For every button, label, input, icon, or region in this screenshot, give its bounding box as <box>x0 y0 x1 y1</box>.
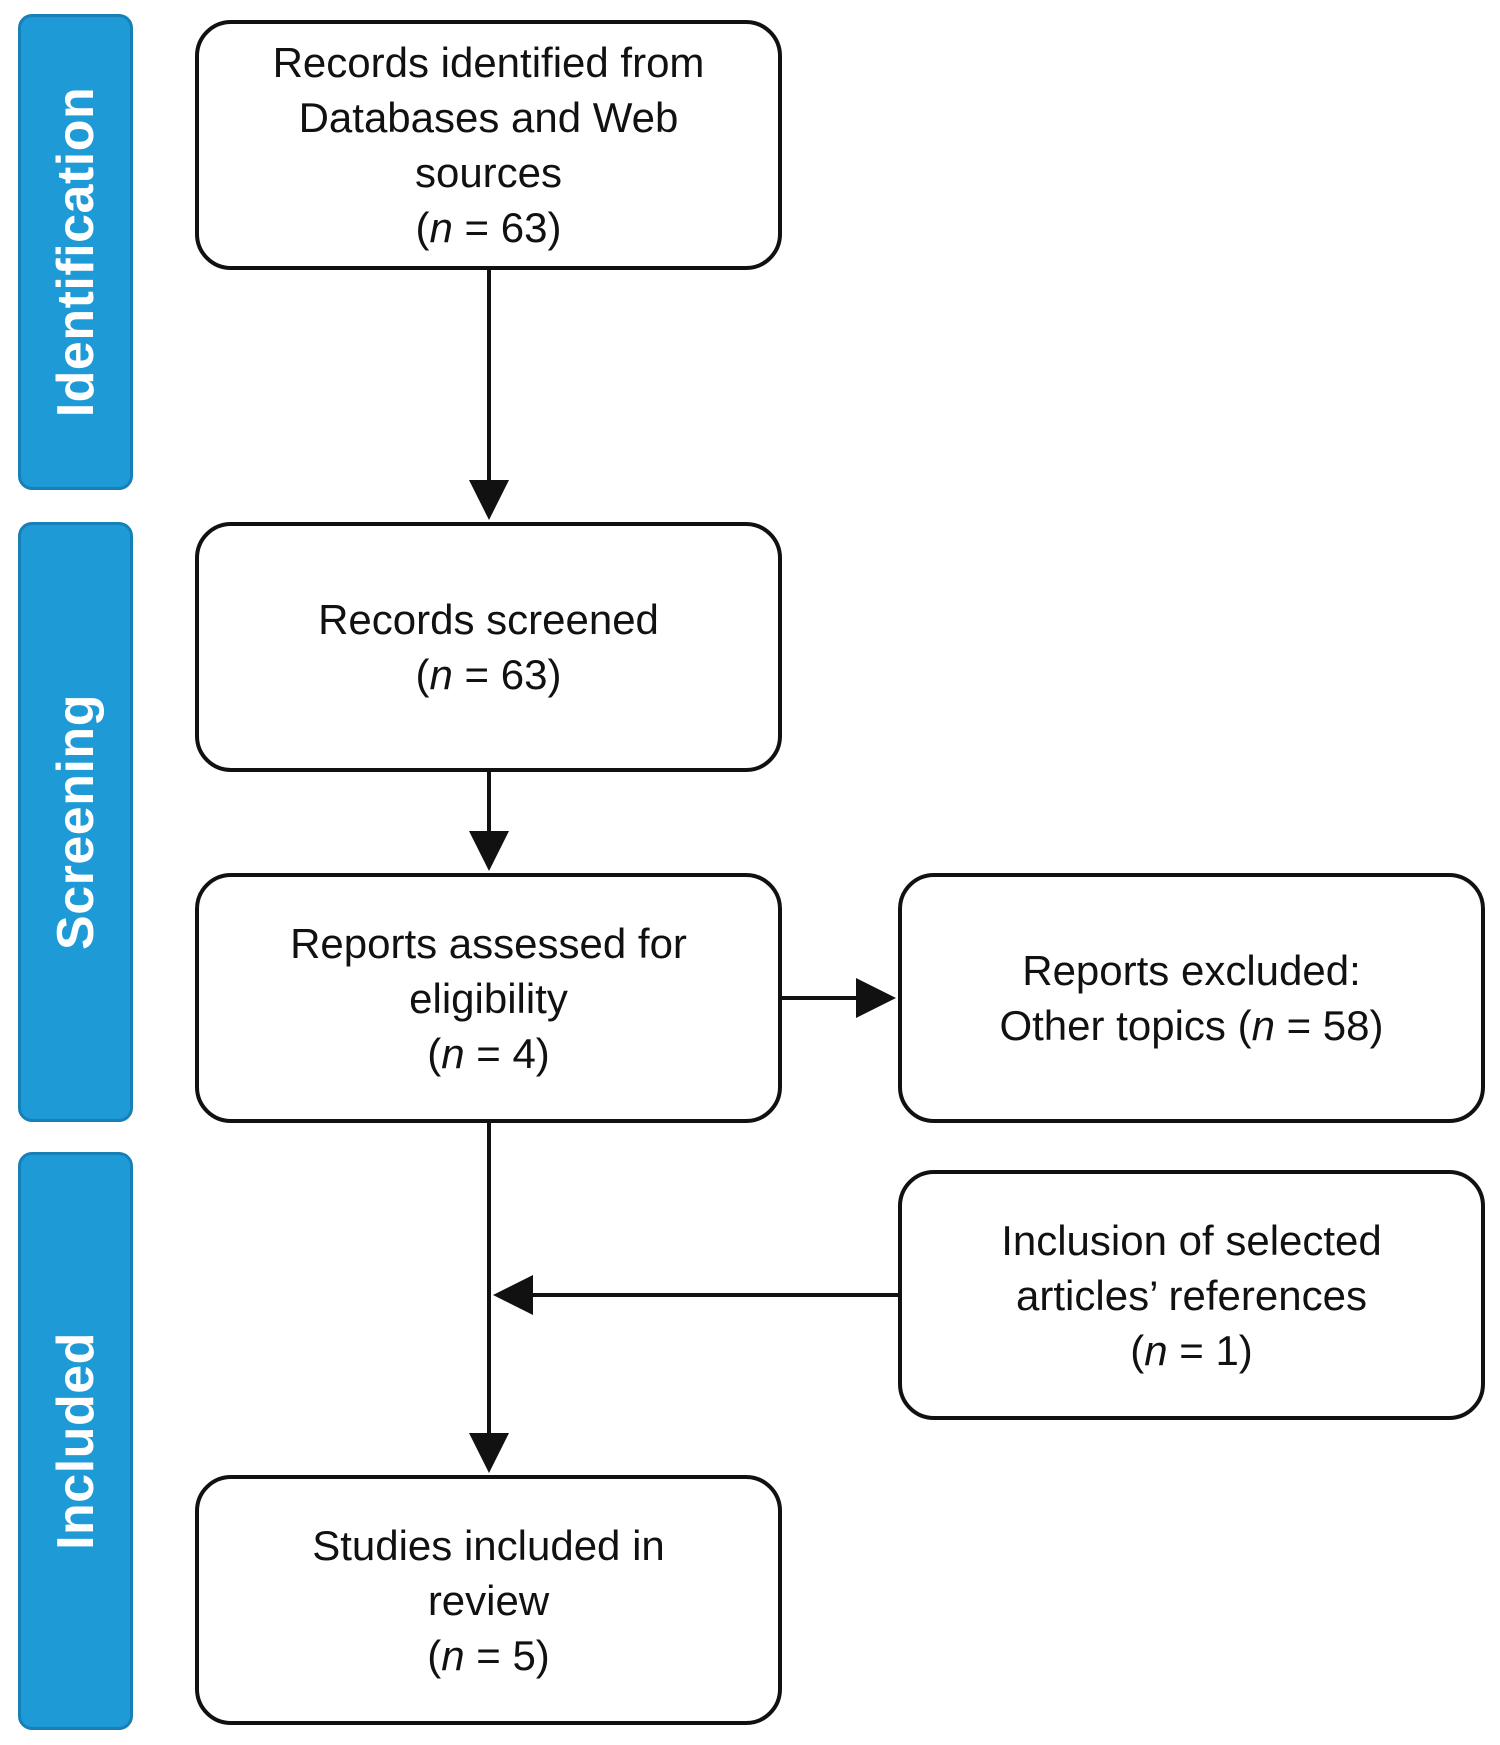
count-value: 63 <box>500 651 548 698</box>
count-symbol: n <box>429 651 453 698</box>
box-text-line: Studies included in <box>312 1521 665 1569</box>
box-reports-excluded: Reports excluded: Other topics (n = 58) <box>898 873 1485 1123</box>
count-value: 58 <box>1322 1002 1370 1049</box>
count-symbol: n <box>1144 1326 1168 1374</box>
box-count: (n = 1) <box>1130 1326 1253 1374</box>
count-symbol: n <box>441 1631 465 1679</box>
phase-label-identification: Identification <box>46 86 105 418</box>
count-symbol: n <box>441 1029 465 1077</box>
box-text-line: Inclusion of selected <box>1001 1216 1382 1264</box>
count-symbol: n <box>429 204 453 251</box>
count-symbol: n <box>1251 1002 1275 1049</box>
box-records-screened: Records screened (n = 63) <box>195 522 782 772</box>
count-value: 5 <box>512 1631 536 1679</box>
box-count: (n = 4) <box>427 1029 550 1077</box>
box-text-line: Reports assessed for <box>290 919 687 967</box>
phase-label-screening: Screening <box>46 694 105 950</box>
box-records-identified: Records identified from Databases and We… <box>195 20 782 270</box>
box-reports-assessed: Reports assessed for eligibility (n = 4) <box>195 873 782 1123</box>
box-count: Other topics (n = 58) <box>999 1002 1384 1049</box>
box-text-line: Databases and Web <box>298 94 679 141</box>
box-text-line: articles’ references <box>1016 1271 1367 1319</box>
box-text-line: Records identified from <box>272 39 705 86</box>
phase-bar-identification: Identification <box>18 14 133 490</box>
box-count: (n = 5) <box>427 1631 550 1679</box>
count-value: 4 <box>512 1029 536 1077</box>
phase-bar-included: Included <box>18 1152 133 1730</box>
box-count: (n = 63) <box>415 204 562 251</box>
phase-label-included: Included <box>46 1332 105 1550</box>
box-text-line: Reports excluded: <box>1022 947 1361 994</box>
count-value: 1 <box>1215 1326 1239 1374</box>
box-text-line: eligibility <box>409 974 568 1022</box>
box-text-line: Other topics ( <box>999 1002 1252 1049</box>
box-text-line: sources <box>414 149 563 196</box>
box-count: (n = 63) <box>415 651 562 698</box>
box-text-line: Records screened <box>318 596 659 643</box>
count-value: 63 <box>500 204 548 251</box>
box-text-line: review <box>427 1576 550 1624</box>
box-inclusion-references: Inclusion of selected articles’ referenc… <box>898 1170 1485 1420</box>
box-studies-included: Studies included in review (n = 5) <box>195 1475 782 1725</box>
phase-bar-screening: Screening <box>18 522 133 1122</box>
